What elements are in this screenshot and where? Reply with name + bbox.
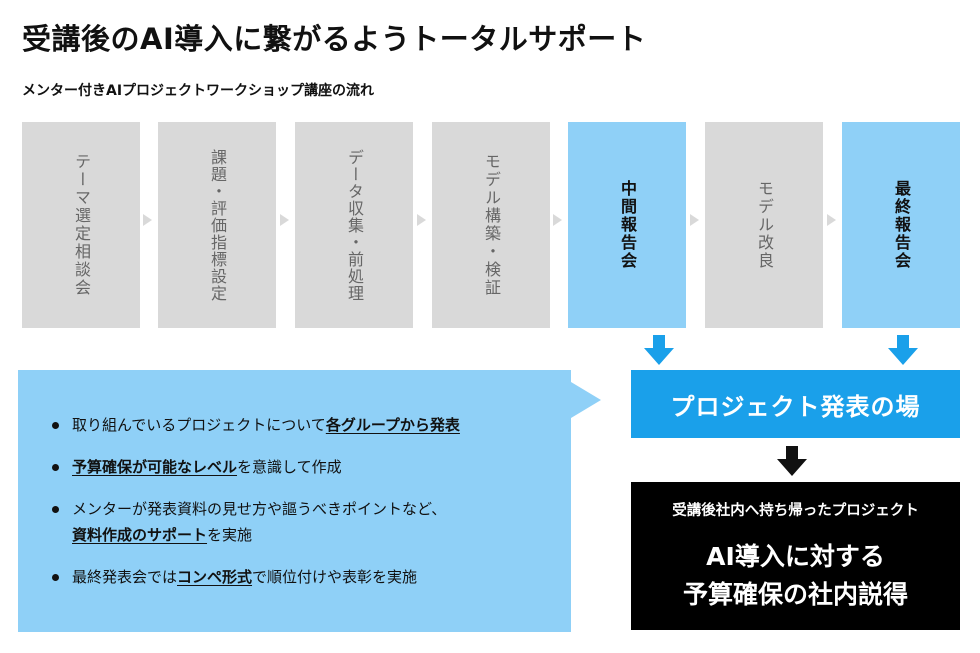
bullet-item: 取り組んでいるプロジェクトについて各グループから発表: [50, 412, 570, 438]
step-label: 課題・評価指標設定: [208, 148, 227, 302]
step-label: 中間報告会: [618, 180, 637, 270]
venue-label: プロジェクト発表の場: [670, 392, 921, 421]
step-model-build: モデル構築・検証: [432, 122, 550, 328]
outcome-box: 受講後社内へ持ち帰ったプロジェクト AI導入に対する 予算確保の社内説得: [631, 482, 960, 630]
step-label: モデル構築・検証: [482, 153, 501, 297]
details-bullet-list: 取り組んでいるプロジェクトについて各グループから発表 予算確保が可能なレベルを意…: [50, 412, 570, 606]
step-theme-selection: テーマ選定相談会: [22, 122, 140, 328]
outcome-caption: 受講後社内へ持ち帰ったプロジェクト: [672, 503, 919, 519]
section-subtitle: メンター付きAIプロジェクトワークショップ講座の流れ: [22, 83, 375, 99]
step-arrow-icon: [417, 214, 426, 226]
step-data-prep: データ収集・前処理: [295, 122, 413, 328]
presentation-venue-box: プロジェクト発表の場: [631, 370, 960, 438]
step-label: 最終報告会: [892, 180, 911, 270]
bullet-item: 予算確保が可能なレベルを意識して作成: [50, 454, 570, 480]
step-arrow-icon: [827, 214, 836, 226]
bullet-item: 最終発表会ではコンペ形式で順位付けや表彰を実施: [50, 564, 570, 590]
step-arrow-icon: [690, 214, 699, 226]
details-callout: [18, 370, 571, 632]
step-arrow-icon: [280, 214, 289, 226]
step-label: データ収集・前処理: [345, 148, 364, 302]
step-arrow-icon: [553, 214, 562, 226]
step-kpi-setting: 課題・評価指標設定: [158, 122, 276, 328]
step-final-report: 最終報告会: [842, 122, 960, 328]
step-label: テーマ選定相談会: [72, 153, 91, 297]
step-interim-report: 中間報告会: [568, 122, 686, 328]
step-model-improve: モデル改良: [705, 122, 823, 328]
outcome-headline: AI導入に対する 予算確保の社内説得: [682, 542, 908, 609]
step-label: モデル改良: [755, 180, 774, 270]
arrow-down-black-icon: [777, 446, 807, 476]
step-arrow-icon: [143, 214, 152, 226]
bullet-item: メンターが発表資料の見せ方や謳うべきポイントなど、資料作成のサポートを実施: [50, 496, 570, 548]
page-title: 受講後のAI導入に繋がるようトータルサポート: [22, 22, 647, 56]
arrow-down-blue-icon: [888, 335, 918, 365]
arrow-down-blue-icon: [644, 335, 674, 365]
callout-pointer: [571, 382, 601, 418]
